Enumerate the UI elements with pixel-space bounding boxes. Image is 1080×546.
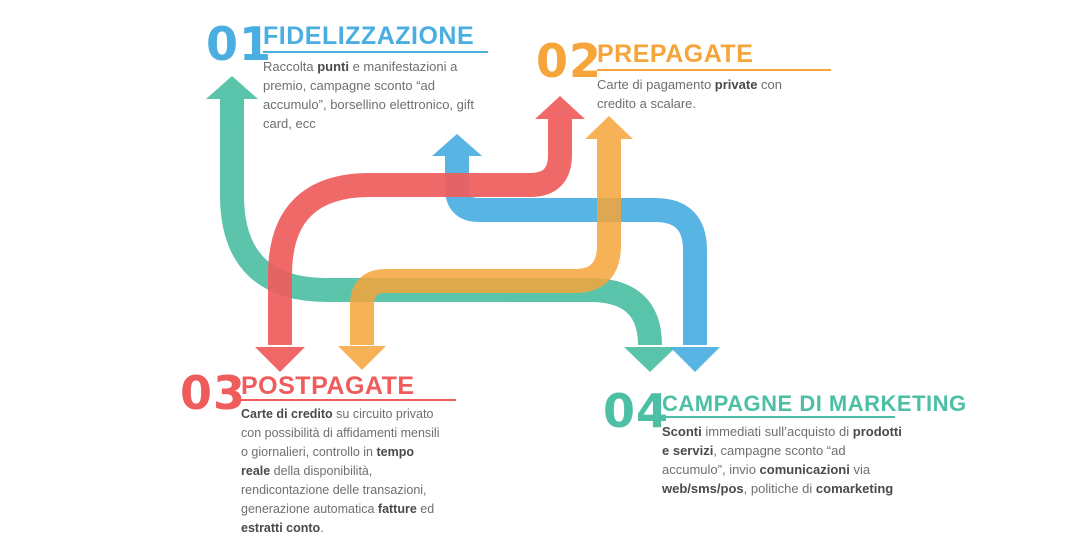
description-bold-run: web/sms/pos — [662, 481, 744, 496]
description-run: con credito a scalare. — [597, 77, 783, 111]
description-bold-run: Carte di credito — [241, 407, 333, 421]
section-description: Sconti immediati sull’acquisto di prodot… — [662, 422, 902, 498]
description-run: , campagne sconto “ad accumulo”, invio — [662, 443, 846, 477]
teal-flow-arrow — [206, 76, 676, 372]
section-description: Raccolta punti e manifestazioni a premio… — [263, 57, 485, 133]
description-bold-run: tempo reale — [241, 445, 414, 478]
description-run: , politiche di — [743, 481, 816, 496]
description-bold-run: comarketing — [815, 481, 894, 496]
description-bold-run: prodotti e servizi — [662, 424, 902, 458]
title-underline — [241, 399, 456, 401]
description-bold-run: fatture — [377, 502, 417, 516]
section-number: 02 — [536, 34, 603, 88]
description-bold-run: estratti conto — [241, 521, 321, 535]
description-run: . — [320, 521, 324, 535]
section-number: 01 — [206, 17, 273, 71]
description-bold-run: private — [714, 77, 758, 92]
section-title: POSTPAGATE — [241, 372, 415, 400]
red-flow-arrow — [255, 96, 585, 372]
description-run: Raccolta — [263, 59, 318, 74]
description-run: e manifestazioni a premio, campagne scon… — [263, 59, 474, 131]
section-number: 04 — [603, 384, 670, 438]
description-bold-run: punti — [317, 59, 349, 74]
description-bold-run: Sconti — [662, 424, 702, 439]
description-run: ed — [416, 502, 435, 516]
title-underline — [597, 69, 831, 71]
description-run: Carte di pagamento — [597, 77, 715, 92]
title-underline — [662, 416, 895, 418]
section-title: FIDELIZZAZIONE — [263, 22, 475, 50]
section-description: Carte di credito su circuito privato con… — [241, 405, 446, 538]
description-run: su circuito privato con possibilità di a… — [241, 407, 440, 459]
description-run: via — [849, 462, 871, 477]
section-description: Carte di pagamento private con credito a… — [597, 75, 807, 113]
orange-flow-arrow — [338, 116, 633, 370]
description-run: immediati sull’acquisto di — [701, 424, 853, 439]
description-bold-run: comunicazioni — [759, 462, 850, 477]
blue-flow-arrow — [432, 134, 720, 372]
section-number: 03 — [180, 366, 247, 420]
description-run: della disponibilità, rendicontazione del… — [241, 464, 427, 516]
section-title: CAMPAGNE DI MARKETING — [662, 391, 967, 416]
title-underline — [263, 51, 488, 53]
section-title: PREPAGATE — [597, 40, 754, 68]
